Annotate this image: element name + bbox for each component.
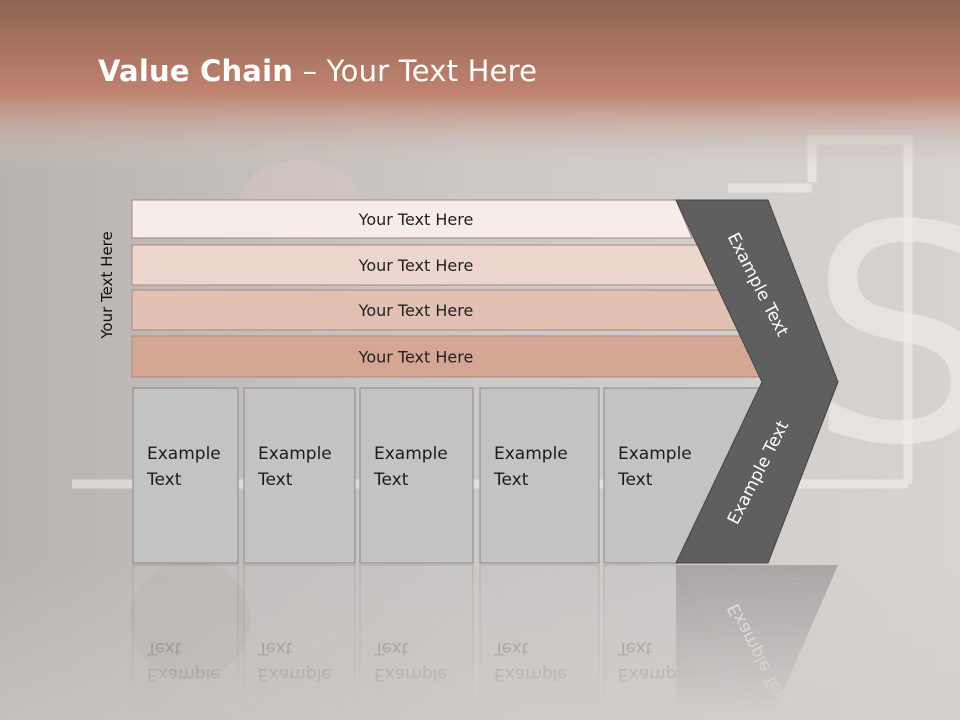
- box-label-line2: Text: [373, 470, 409, 490]
- box-reflection: Example Text: [359, 564, 474, 720]
- box-shape: [359, 387, 474, 564]
- box-label-line1: Example: [258, 444, 332, 464]
- bar-label: Your Text Here: [358, 256, 474, 275]
- box-shape: [243, 387, 356, 564]
- box-shape: [132, 387, 239, 564]
- box-reflection: Example Text: [132, 564, 239, 720]
- bar-3: Your Text Here: [131, 289, 741, 331]
- bar-2: Your Text Here: [131, 244, 717, 286]
- box-reflection-line2: Text: [493, 638, 529, 658]
- bar-4: Your Text Here: [131, 335, 765, 378]
- title-rest: – Your Text Here: [293, 54, 538, 88]
- box-reflection: Example Text: [243, 564, 356, 720]
- box-reflection-line2: Text: [373, 638, 409, 658]
- reflection: ExampleTextExampleTextExampleTextExample…: [132, 564, 838, 720]
- box-reflection-line1: Example: [374, 664, 448, 684]
- box-label-line2: Text: [617, 470, 653, 490]
- bar-label: Your Text Here: [358, 301, 474, 320]
- box-label-line2: Text: [146, 470, 182, 490]
- box-reflection-line1: Example: [618, 664, 692, 684]
- box-label-line1: Example: [147, 444, 221, 464]
- title-bold: Value Chain: [98, 54, 294, 88]
- chevron-reflection-shape: [676, 565, 838, 720]
- box-reflection-line1: Example: [147, 664, 221, 684]
- box-label-line1: Example: [494, 444, 568, 464]
- box-shape: [132, 564, 239, 720]
- box-reflection-line2: Text: [257, 638, 293, 658]
- box-reflection-line1: Example: [258, 664, 332, 684]
- bar-label: Your Text Here: [358, 210, 474, 229]
- box-reflection-line1: Example: [494, 664, 568, 684]
- bar-shape: [131, 199, 693, 239]
- box-label-line2: Text: [493, 470, 529, 490]
- bar-label: Your Text Here: [358, 348, 474, 367]
- box-reflection-line2: Text: [146, 638, 182, 658]
- box-shape: [359, 564, 474, 720]
- box-label-line1: Example: [374, 444, 448, 464]
- box-label-line1: Example: [618, 444, 692, 464]
- chevron-shape: [675, 199, 839, 564]
- bar-1: Your Text Here: [131, 199, 693, 239]
- box-reflection-line2: Text: [617, 638, 653, 658]
- box-shape: [243, 564, 356, 720]
- svg-text:S: S: [808, 162, 960, 511]
- box-shape: [479, 387, 600, 564]
- box-reflection: Example Text: [479, 564, 600, 720]
- box-label-line2: Text: [257, 470, 293, 490]
- box-group: ExampleTextExampleTextExampleTextExample…: [132, 387, 763, 564]
- slide-title: Value Chain – Your Text Here: [98, 54, 537, 88]
- chevron-reflection: Example Text: [676, 565, 838, 720]
- box-shape: [479, 564, 600, 720]
